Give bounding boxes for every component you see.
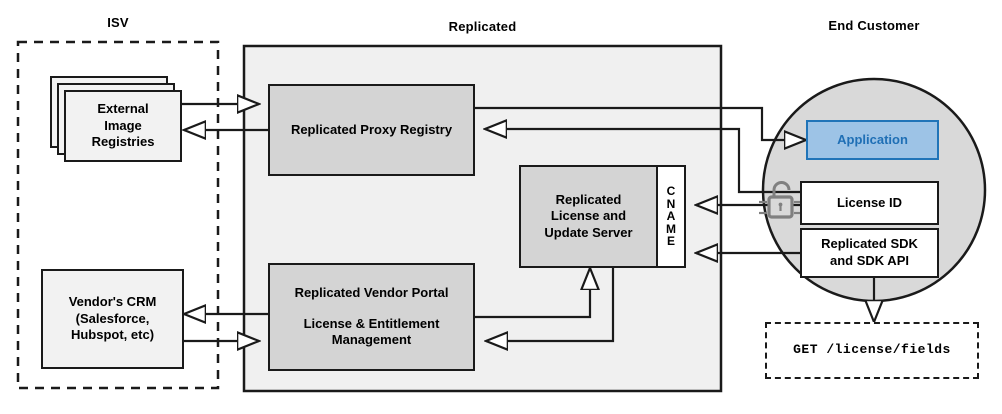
license-id-label: License ID — [836, 194, 903, 210]
edge-application-to-proxy — [485, 129, 800, 194]
cname-letter-e: E — [666, 234, 675, 249]
cname-letter-a: A — [666, 209, 676, 224]
replicated-vendor-portal-node[interactable]: Replicated Vendor Portal License & Entit… — [268, 263, 475, 371]
replicated-license-update-server-node[interactable]: Replicated License and Update Server — [519, 165, 658, 268]
cname-strip[interactable]: C N A M E — [656, 165, 686, 268]
application-label: Application — [837, 131, 908, 147]
license-update-server-line-3: Update Server — [544, 224, 633, 240]
replicated-proxy-registry-node[interactable]: Replicated Proxy Registry — [268, 84, 475, 176]
vendor-portal-line-2: License & Entitlement — [303, 315, 440, 331]
vendor-portal-line-3: Management — [331, 332, 412, 348]
edge-proxy-to-application — [475, 106, 806, 140]
replicated-proxy-registry-label: Replicated Proxy Registry — [290, 121, 453, 137]
replicated-sdk-line-1: Replicated SDK — [821, 236, 918, 252]
edge-portal-to-license-server — [475, 268, 590, 319]
external-image-registries-line-2: Image — [104, 117, 142, 133]
vendors-crm-line-3: Hubspot, etc) — [70, 327, 155, 343]
replicated-sdk-line-2: and SDK API — [830, 253, 909, 268]
zone-title-end-customer: End Customer — [828, 18, 920, 33]
edge-license-server-to-portal — [486, 268, 615, 341]
license-update-server-line-1: Replicated — [555, 191, 622, 207]
external-image-registries-line-3: Registries — [91, 134, 155, 150]
api-request-label: GET /license/fields — [793, 342, 951, 358]
license-id-node[interactable]: License ID — [800, 181, 939, 225]
replicated-sdk-node[interactable]: Replicated SDK and SDK API — [800, 228, 939, 278]
zone-title-isv: ISV — [107, 15, 129, 30]
zone-title-replicated: Replicated — [448, 19, 517, 34]
api-request-node[interactable]: GET /license/fields — [765, 322, 979, 379]
cname-letter-c: C — [666, 184, 676, 199]
vendors-crm-line-2: (Salesforce, — [75, 310, 150, 326]
application-node[interactable]: Application — [806, 120, 939, 160]
zone-isv-container — [16, 40, 220, 390]
vendors-crm-line-1: Vendor's CRM — [68, 294, 157, 310]
cname-letter-m: M — [666, 221, 676, 236]
external-image-registries-line-1: External — [97, 101, 149, 117]
cname-letter-n: N — [666, 196, 676, 211]
vendor-portal-line-1: Replicated Vendor Portal — [294, 285, 449, 301]
vendors-crm-node[interactable]: Vendor's CRM (Salesforce, Hubspot, etc) — [41, 269, 184, 369]
license-update-server-line-2: License and — [550, 208, 627, 224]
external-image-registries-node[interactable]: External Image Registries — [64, 90, 182, 162]
